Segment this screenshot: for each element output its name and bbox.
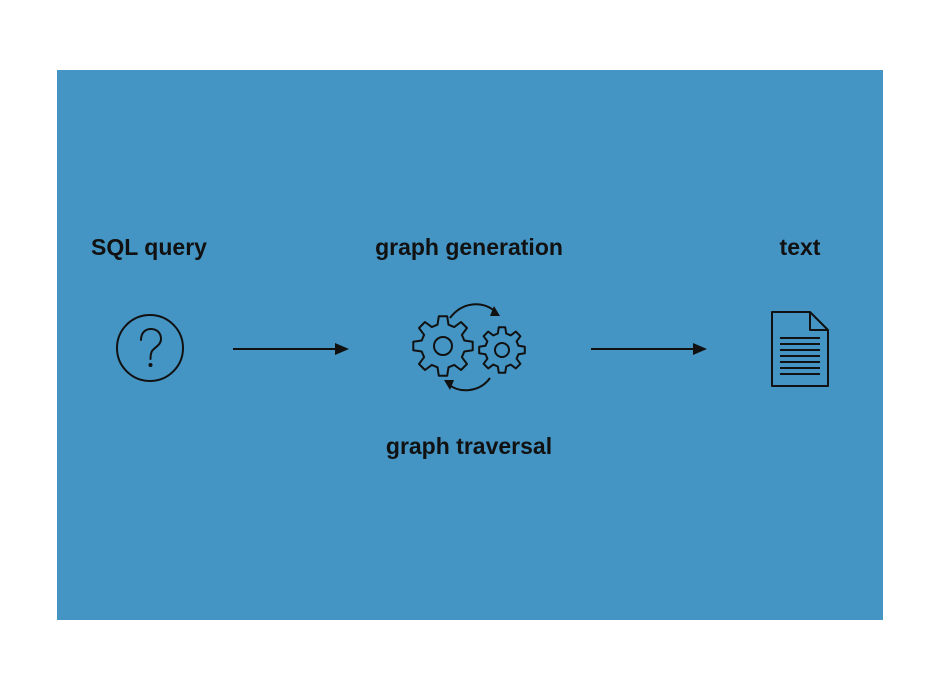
sql-query-label: SQL query [91,234,207,260]
question-mark-circle-icon [116,314,184,382]
diagram-panel [57,70,883,620]
arrow-right-icon [233,343,349,355]
text-label: text [779,234,821,260]
graph-generation-label: graph generation [375,234,563,260]
graph-traversal-label: graph traversal [385,433,553,459]
document-icon [771,311,829,387]
arrow-right-icon [591,343,707,355]
gears-cycle-icon [412,303,526,392]
